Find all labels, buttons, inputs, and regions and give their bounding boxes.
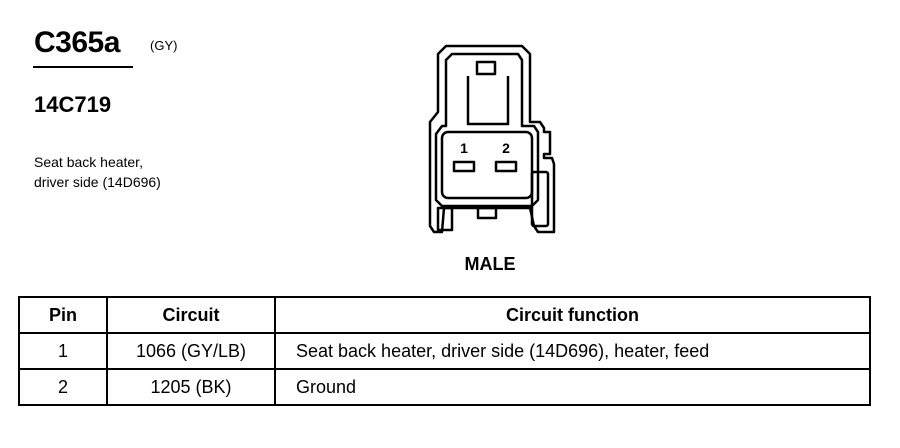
connector-color: (GY) (150, 38, 178, 53)
pin-1-terminal (452, 160, 476, 173)
pin-1-label: 1 (460, 140, 468, 156)
pin-2-terminal (494, 160, 518, 173)
description-line-1: Seat back heater, (34, 154, 143, 170)
circuit-function-cell: Ground (274, 368, 871, 406)
table-row: 1 1066 (GY/LB) Seat back heater, driver … (18, 332, 871, 370)
connector-housing-outline (428, 44, 556, 234)
description-line-2: driver side (14D696) (34, 174, 161, 190)
latch-tab-top (475, 60, 497, 76)
terminal-cavity (440, 130, 534, 200)
pinout-table: Pin Circuit Circuit function 1 1066 (GY/… (18, 296, 871, 406)
pin-2-label: 2 (502, 140, 510, 156)
header-circuit: Circuit (106, 296, 276, 334)
title-underline (33, 66, 133, 68)
bottom-key-center (476, 206, 498, 220)
latch-channel (466, 76, 510, 126)
circuit-cell: 1066 (GY/LB) (106, 332, 276, 370)
part-number: 14C719 (34, 92, 112, 117)
connector-gender: MALE (464, 254, 516, 274)
header-circuit-function: Circuit function (274, 296, 871, 334)
connector-description: Seat back heater, driver side (14D696) (34, 152, 161, 192)
circuit-function-cell: Seat back heater, driver side (14D696), … (274, 332, 871, 370)
connector-face-diagram: 1 2 (428, 44, 556, 234)
pin-cell: 1 (18, 332, 108, 370)
table-row: 2 1205 (BK) Ground (18, 368, 871, 406)
bottom-key-left (436, 206, 454, 232)
table-header-row: Pin Circuit Circuit function (18, 296, 871, 334)
header-pin: Pin (18, 296, 108, 334)
connector-id: C365a (34, 26, 120, 59)
side-lock (530, 170, 550, 228)
connector-inner-outline (434, 52, 540, 208)
circuit-cell: 1205 (BK) (106, 368, 276, 406)
pin-cell: 2 (18, 368, 108, 406)
